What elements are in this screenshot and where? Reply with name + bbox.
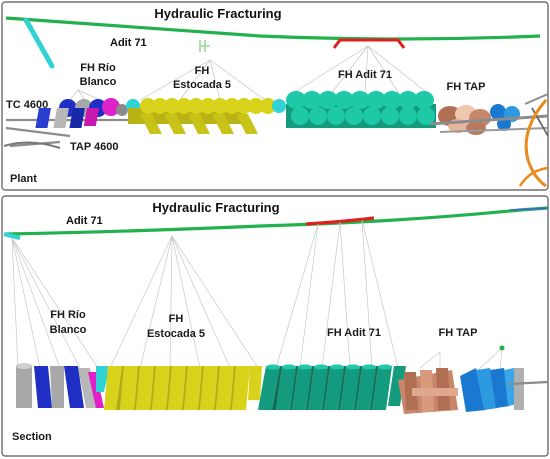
section-group-label-rio-line2: Blanco: [50, 324, 87, 336]
plant-adit71-cylinders: [286, 91, 436, 128]
plant-adit-label: Adit 71: [110, 37, 147, 49]
plant-adit-bracket: [332, 38, 406, 49]
plant-fan-lines: [69, 45, 431, 101]
plant-tap-label: TAP 4600: [70, 141, 119, 153]
section-panel: Hydraulic Fracturing Adit 71 FH Río Blan…: [1, 195, 549, 457]
plant-group-label-rio-line1: FH Río: [80, 62, 116, 74]
plant-left-rods: [5, 118, 130, 148]
plant-group-label-adit71: FH Adit 71: [338, 69, 392, 81]
plant-title: Hydraulic Fracturing: [154, 6, 281, 21]
plant-rio-blanco-cylinders: [35, 98, 128, 128]
section-group-label-tap: FH TAP: [439, 327, 478, 339]
plant-orange-ramp-2: [518, 166, 549, 187]
section-group-label-estocada-line2: Estocada 5: [147, 328, 205, 340]
section-adit-segment: [305, 216, 375, 226]
section-tunnel: [5, 206, 549, 236]
section-group-label-estocada-line1: FH: [169, 313, 184, 325]
plant-panel: Hydraulic Fracturing Adit 71 FH Río Blan…: [1, 1, 549, 191]
plant-group-label-rio-line2: Blanco: [80, 76, 117, 88]
plant-tap-cylinders: [429, 93, 549, 137]
plant-group-label-tap: FH TAP: [447, 81, 486, 93]
section-view-label: Section: [12, 431, 52, 443]
plant-orange-ramp: [524, 99, 548, 188]
plant-tc-label: TC 4600: [6, 99, 48, 111]
plant-group-label-estocada-line1: FH: [195, 65, 210, 77]
plant-group-label-estocada-line2: Estocada 5: [173, 79, 231, 91]
section-tunnel-end: [509, 207, 549, 211]
section-group-label-adit71: FH Adit 71: [327, 327, 381, 339]
section-adit71-cylinders: [258, 364, 406, 410]
section-group-label-rio-line1: FH Río: [50, 309, 86, 321]
plant-estocada-cylinders: [126, 98, 286, 134]
plant-side-drift: [199, 40, 210, 52]
section-tap-cylinders: [398, 345, 549, 414]
section-rio-blanco-cylinders: [16, 363, 110, 408]
section-adit-label: Adit 71: [66, 215, 103, 227]
plant-left-arc: [3, 141, 61, 149]
section-fan-lines: [11, 219, 503, 371]
section-cyan-stub: [3, 232, 21, 240]
section-estocada-cylinders: [104, 366, 262, 410]
plant-frame: [1, 1, 549, 191]
section-title: Hydraulic Fracturing: [152, 200, 279, 215]
plant-tunnel: [5, 16, 541, 41]
plant-view-label: Plant: [10, 173, 37, 185]
plant-cyan-shaft: [23, 17, 55, 69]
